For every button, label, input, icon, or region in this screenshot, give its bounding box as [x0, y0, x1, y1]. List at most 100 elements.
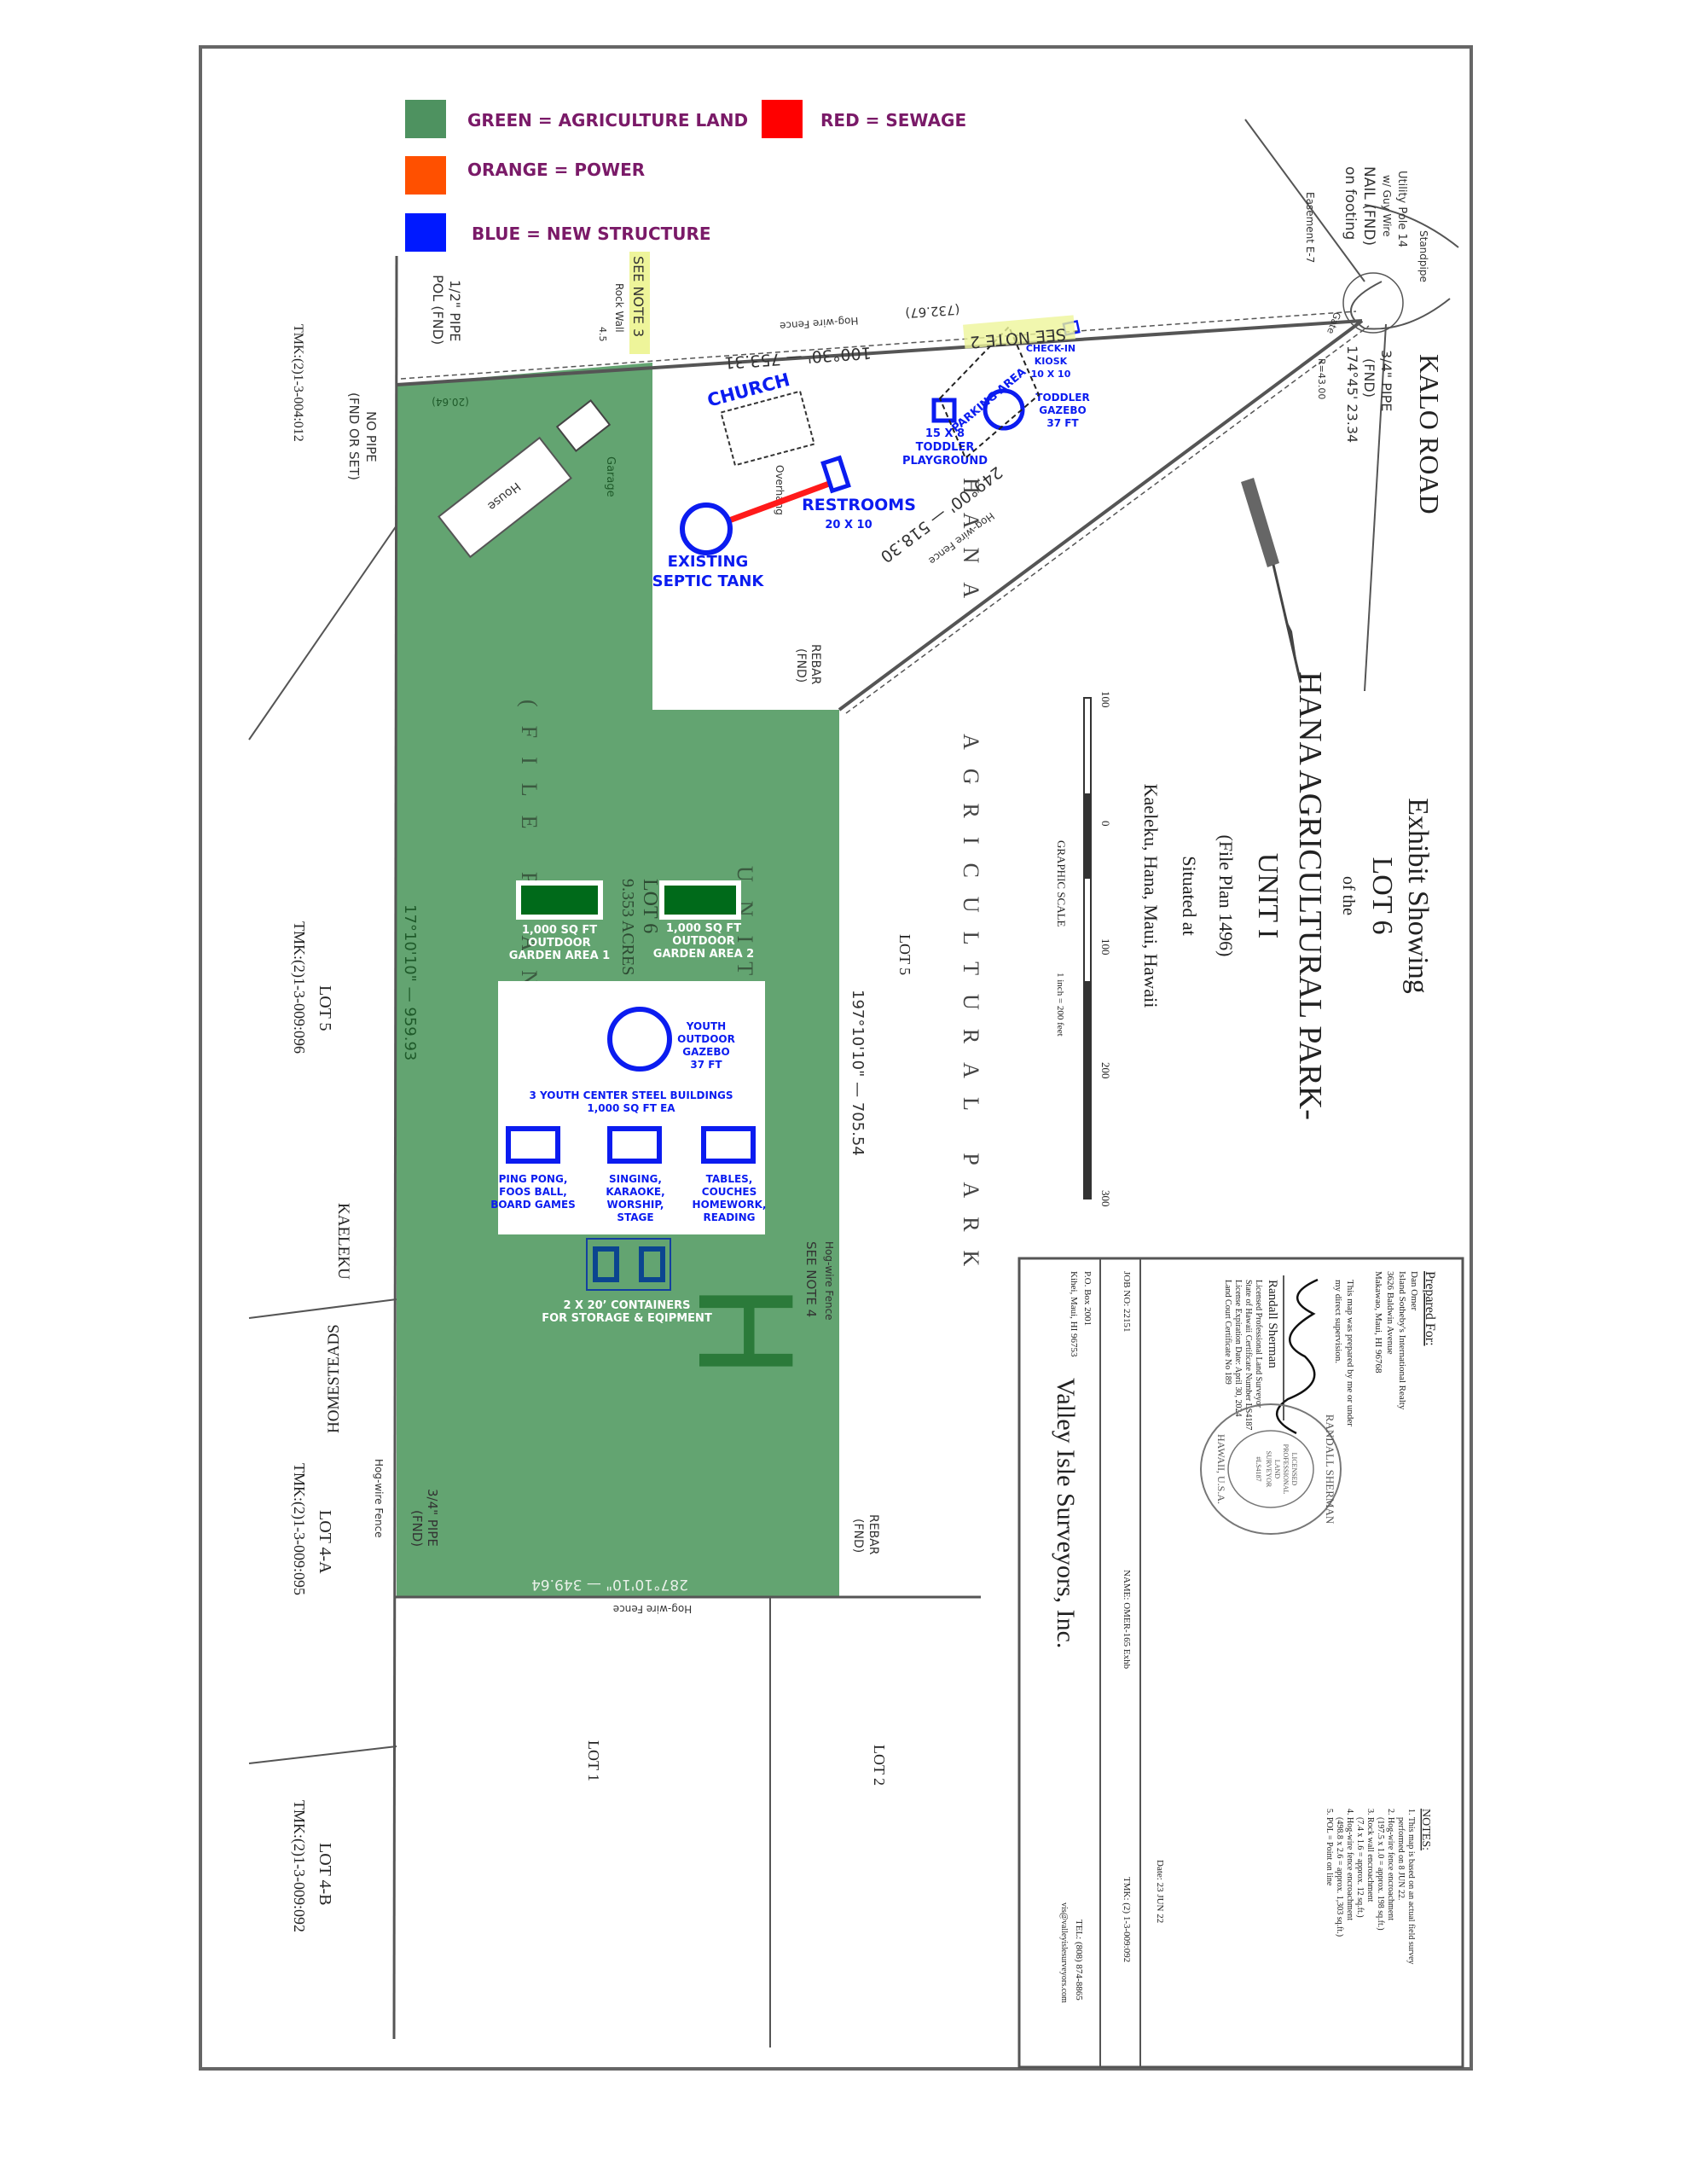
legend-swatch-green — [405, 100, 446, 138]
client-line: Island Sotheby's International Realty — [1397, 1271, 1407, 1410]
notes-heading: NOTES: — [1419, 1809, 1432, 1850]
agriculture-land-area — [397, 363, 839, 1597]
sw-pipe-label: (FND) — [409, 1510, 425, 1547]
note-line: 3. Rock wall encroachment — [1365, 1809, 1375, 1902]
north-arrow-shaft — [1241, 478, 1279, 567]
diagonal-fence — [845, 325, 1370, 714]
building-1-label: BOARD GAMES — [490, 1199, 576, 1211]
surveyor-line: License Expiration Date: April 30, 2024 — [1233, 1280, 1243, 1417]
seal-inner-text: PROFESSIONAL — [1282, 1444, 1290, 1495]
container-1 — [593, 1246, 619, 1282]
west-bearing: 17°10'10" — 959.93 — [401, 904, 419, 1060]
title-line: (File Plan 1496) — [1215, 835, 1237, 957]
legend-swatch-orange — [405, 156, 446, 195]
legend-swatch-red — [762, 100, 803, 138]
scale-ratio: 1 inch = 200 feet — [1055, 973, 1065, 1037]
sewer-line — [728, 480, 831, 524]
homesteads-label: HOMESTEADS — [325, 1324, 343, 1433]
containers-outline — [586, 1238, 671, 1291]
youth-gazebo-label: YOUTH — [686, 1020, 726, 1032]
parking-area-outline — [938, 325, 1041, 460]
building-1-label: PING PONG, — [499, 1173, 568, 1185]
title-block: Prepared For: Dan Omer Island Sotheby's … — [1017, 1257, 1464, 2069]
sw-pipe-label: 3/4" PIPE — [425, 1489, 440, 1547]
youth-gazebo-circle — [607, 1007, 672, 1072]
note-line: 4. Hog-wire fence encroachment — [1345, 1809, 1354, 1920]
building-3-rect — [701, 1126, 756, 1164]
ne-pipe-label: 3/4" PIPE — [1378, 350, 1394, 411]
no-pipe-label: NO PIPE — [363, 411, 379, 462]
garden-2-label: 1,000 SQ FT — [666, 922, 741, 935]
seal-place: HAWAII, U.S.A. — [1215, 1434, 1227, 1504]
rebar-label: (FND) — [851, 1519, 865, 1553]
surveyor-signature — [1275, 1278, 1319, 1435]
septic-label: SEPTIC TANK — [652, 572, 765, 590]
garden-1-label: GARDEN AREA 1 — [509, 950, 610, 962]
church: CHURCH — [705, 369, 815, 467]
garden-1-label: OUTDOOR — [528, 937, 590, 950]
garden-area-2 — [659, 880, 741, 920]
neighbor-lot-label: LOT 4-B — [316, 1843, 334, 1906]
handwritten-mark: H — [669, 1283, 817, 1380]
seal-name: RANDALL SHERMAN — [1324, 1414, 1336, 1525]
nw-pipe-label: 1/2" PIPE — [447, 280, 463, 341]
date-field: Date: 23 JUN 22 — [1155, 1860, 1165, 1923]
title-line: UNIT I — [1252, 853, 1284, 938]
see-note-3-label: SEE NOTE 3 — [630, 256, 646, 337]
seal-inner-text: LICENSED — [1290, 1453, 1298, 1486]
legend-label-blue: BLUE = NEW STRUCTURE — [472, 224, 711, 244]
title-line: HANA AGRICULTURAL PARK- — [1292, 671, 1328, 1120]
toddler-playground-rect — [931, 398, 957, 423]
containers-label: 2 X 20’ CONTAINERS — [563, 1299, 690, 1312]
note-line: (197.5 x 1.0 = approx. 198 sq.ft.) — [1376, 1817, 1385, 1931]
cul-de-sac-circle — [1342, 272, 1404, 334]
surveyor-line: Randall Sherman — [1266, 1280, 1279, 1368]
building-3-label: COUCHES — [702, 1186, 757, 1198]
rock-wall-label: Rock Wall — [613, 283, 625, 333]
surveyor-line: State of Hawaii Certificate Number LS418… — [1244, 1280, 1253, 1430]
playground-label: PLAYGROUND — [902, 455, 988, 468]
toddler-gazebo-label: GAZEBO — [1039, 404, 1086, 416]
note-line: (7.4 x 1.6 = approx. 12 sq.ft.) — [1355, 1817, 1365, 1918]
lot6-label: LOT 6 — [639, 879, 661, 933]
note-line: 2. Hog-wire fence encroachment — [1386, 1809, 1395, 1920]
east-fence-label: Hog-wire Fence — [823, 1241, 835, 1321]
road-line-2 — [1364, 323, 1387, 692]
kiosk-label: KIOSK — [1035, 356, 1068, 367]
seal-inner-text: #LS4187 — [1255, 1456, 1262, 1481]
surveyor-line: Licensed Professional Land Surveyor — [1254, 1280, 1263, 1409]
west-fence-label: Hog-wire Fence — [373, 1459, 385, 1538]
garage — [555, 399, 612, 452]
note-line: (498.8 x 2.6 = approx. 1,303 sq.ft.) — [1335, 1817, 1344, 1937]
surveyor-seal: RANDALL SHERMAN LICENSED PROFESSIONAL LA… — [1200, 1403, 1342, 1535]
legend-swatch-blue — [405, 213, 446, 252]
statement-line: This map was prepared by me or under — [1345, 1280, 1355, 1426]
utility-pole-label: Utility Pole 14 — [1395, 171, 1408, 247]
east-bearing: 197°10'10" — 705.54 — [849, 990, 867, 1156]
title-block-border — [1017, 1257, 1464, 2069]
legend-label-green: GREEN = AGRICULTURE LAND — [467, 110, 748, 131]
north-fence-label: Hog-wire Fence — [780, 315, 859, 332]
rock-wall-dimension: 4.5 — [597, 327, 608, 342]
youth-gazebo-label: OUTDOOR — [677, 1033, 735, 1045]
standpipe-curve — [1364, 204, 1459, 248]
lot5-east-label: LOT 5 — [896, 934, 913, 975]
building-2-label: WORSHIP, — [607, 1199, 664, 1211]
building-3-label: TABLES, — [706, 1173, 753, 1185]
playground-label: TODDLER — [916, 441, 975, 454]
boundary-lines — [248, 119, 1459, 2048]
seal-inner-text: SURVEYOR — [1265, 1451, 1272, 1488]
lot1-label: LOT 1 — [585, 1740, 602, 1781]
hana-spaced-label: HANA — [959, 478, 983, 617]
restrooms-label: RESTROOMS — [802, 496, 916, 514]
scale-tick: 300 — [1099, 1190, 1112, 1207]
scale-label: GRAPHIC SCALE — [1055, 840, 1068, 927]
nw-tmk-label: TMK:(2)1-3-004:012 — [291, 324, 305, 442]
buildings-title: 1,000 SQ FT EA — [587, 1102, 675, 1114]
lot-line-w1 — [248, 1298, 397, 1319]
rebar-label: REBAR — [867, 1514, 880, 1555]
guy-wire-label: w/ Guy Wire — [1381, 175, 1393, 236]
kiosk-label: 10 X 10 — [1031, 369, 1071, 380]
lot2-label: LOT 2 — [871, 1745, 888, 1786]
building-2-label: KARAOKE, — [606, 1186, 664, 1198]
